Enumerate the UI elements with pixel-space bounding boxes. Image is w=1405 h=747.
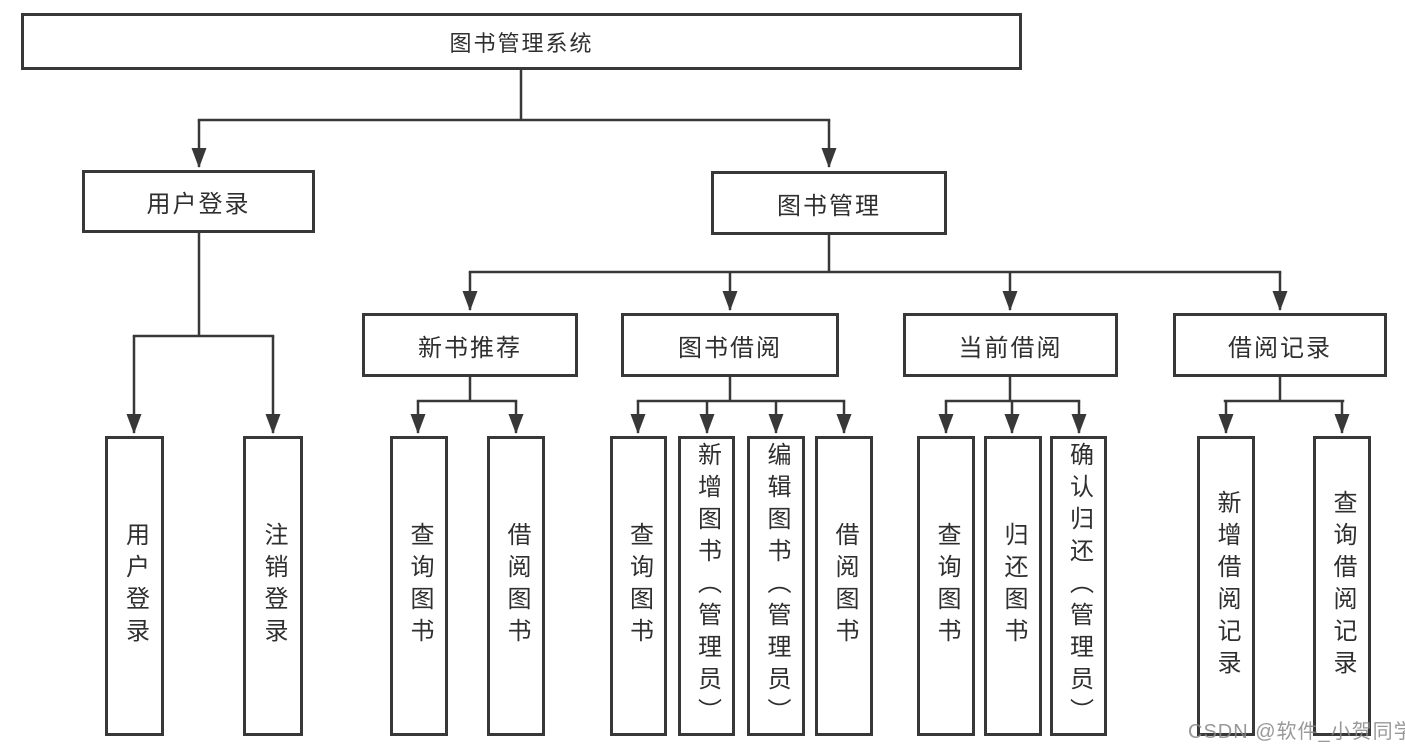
- node-book-borrow: 图书借阅: [621, 313, 839, 377]
- leaf-user-login: 用户登录: [105, 436, 164, 736]
- leaf-current-confirm-return-admin: 确认归还（管理员）: [1050, 436, 1107, 736]
- leaf-borrow-add-book-admin: 新增图书（管理员）: [678, 436, 735, 736]
- arrow-lines: [126, 120, 1350, 435]
- leaf-records-query-record: 查询借阅记录: [1313, 436, 1371, 736]
- leaf-current-query-books: 查询图书: [917, 436, 975, 736]
- node-borrow-records: 借阅记录: [1173, 313, 1387, 377]
- leaf-borrow-edit-book-admin: 编辑图书（管理员）: [747, 436, 805, 736]
- leaf-recommend-borrow-books: 借阅图书: [487, 436, 545, 736]
- watermark: CSDN @软件_小贺同学: [1188, 721, 1405, 743]
- node-new-book-recommend: 新书推荐: [362, 313, 578, 377]
- node-user-login: 用户登录: [82, 170, 315, 233]
- node-root: 图书管理系统: [21, 13, 1022, 70]
- leaf-borrow-query-books: 查询图书: [610, 436, 667, 736]
- leaf-logout-login: 注销登录: [243, 436, 303, 736]
- node-book-management: 图书管理: [711, 171, 947, 235]
- leaf-records-add-record: 新增借阅记录: [1197, 436, 1255, 736]
- leaf-borrow-borrow-books: 借阅图书: [815, 436, 873, 736]
- leaf-recommend-query-books: 查询图书: [390, 436, 448, 736]
- leaf-current-return-books: 归还图书: [984, 436, 1042, 736]
- node-current-borrow: 当前借阅: [903, 313, 1118, 377]
- tree-lines: [132, 68, 1345, 403]
